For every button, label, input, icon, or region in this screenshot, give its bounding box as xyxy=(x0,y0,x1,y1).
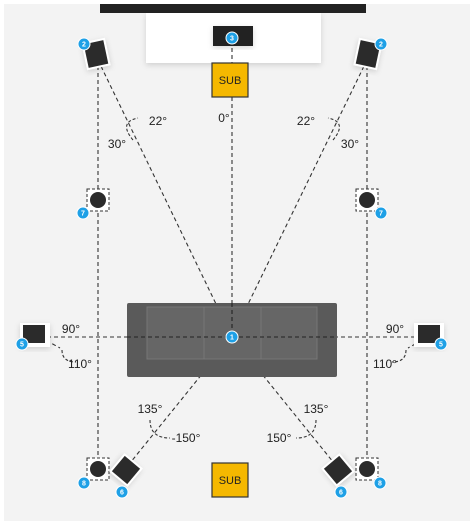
arc-rear-left xyxy=(149,419,171,439)
angle-arcs xyxy=(61,117,407,439)
svg-text:1: 1 xyxy=(230,335,234,342)
badge-front-right: 2 xyxy=(374,37,388,51)
angle-front-left-inner: 22° xyxy=(149,114,167,128)
badge-rear-left-back: 8 xyxy=(77,476,91,490)
angle-side-right-90: 90° xyxy=(386,322,404,336)
angle-rear-right-135: 135° xyxy=(304,402,329,416)
badge-surround-left: 7 xyxy=(76,206,90,220)
badge-center: 3 xyxy=(225,31,239,45)
badge-side-left: 5 xyxy=(15,337,29,351)
angle-rear-right-150: 150° xyxy=(267,431,292,445)
badge-rear-left-front: 6 xyxy=(115,485,129,499)
badge-side-right: 5 xyxy=(434,337,448,351)
badges: 1 3 2 2 7 7 5 5 xyxy=(15,31,448,499)
svg-text:6: 6 xyxy=(339,490,343,497)
arc-side-left xyxy=(61,349,77,363)
side-left-speaker xyxy=(20,323,50,347)
angle-front-right-inner: 22° xyxy=(297,114,315,128)
svg-text:2: 2 xyxy=(379,42,383,49)
svg-text:3: 3 xyxy=(230,36,234,43)
badge-rear-right-front: 6 xyxy=(334,485,348,499)
svg-text:2: 2 xyxy=(82,42,86,49)
rear-right-front-speaker xyxy=(321,453,355,487)
svg-text:5: 5 xyxy=(439,342,443,349)
tv-screen xyxy=(100,4,366,13)
svg-text:6: 6 xyxy=(120,490,124,497)
front-right-diagonal xyxy=(231,59,368,338)
surround-right-speaker xyxy=(355,188,379,212)
angle-rear-left-135: 135° xyxy=(138,402,163,416)
badge-surround-right: 7 xyxy=(374,206,388,220)
svg-text:8: 8 xyxy=(378,481,382,488)
rear-right-back-speaker xyxy=(355,457,379,481)
svg-text:7: 7 xyxy=(379,211,383,218)
arc-front-right xyxy=(327,117,340,141)
badge-rear-right-back: 8 xyxy=(373,476,387,490)
rear-sub-label: SUB xyxy=(219,475,242,487)
rear-left-back-speaker xyxy=(86,457,110,481)
arc-front-left xyxy=(126,117,139,141)
guide-lines xyxy=(39,48,429,469)
front-sub-label: SUB xyxy=(219,75,242,87)
angle-rear-left-150: -150° xyxy=(172,431,201,445)
arc-rear-right xyxy=(295,419,317,439)
surround-left-speaker xyxy=(86,188,110,212)
rear-subwoofer xyxy=(211,462,249,498)
front-left-diagonal xyxy=(97,59,233,338)
angle-side-right-110: 110° xyxy=(373,357,397,371)
angle-front-right-outer: 30° xyxy=(341,137,359,151)
svg-text:5: 5 xyxy=(20,342,24,349)
angle-center: 0° xyxy=(218,111,230,125)
badge-listener: 1 xyxy=(225,330,239,344)
angle-side-left-90: 90° xyxy=(62,322,80,336)
angle-side-left-110: 110° xyxy=(68,357,92,371)
badge-front-left: 2 xyxy=(77,37,91,51)
svg-text:8: 8 xyxy=(82,481,86,488)
svg-text:7: 7 xyxy=(81,211,85,218)
rear-left-front-speaker xyxy=(109,453,143,487)
angle-front-left-outer: 30° xyxy=(108,137,126,151)
front-subwoofer xyxy=(211,62,249,98)
arc-side-right xyxy=(391,349,407,363)
